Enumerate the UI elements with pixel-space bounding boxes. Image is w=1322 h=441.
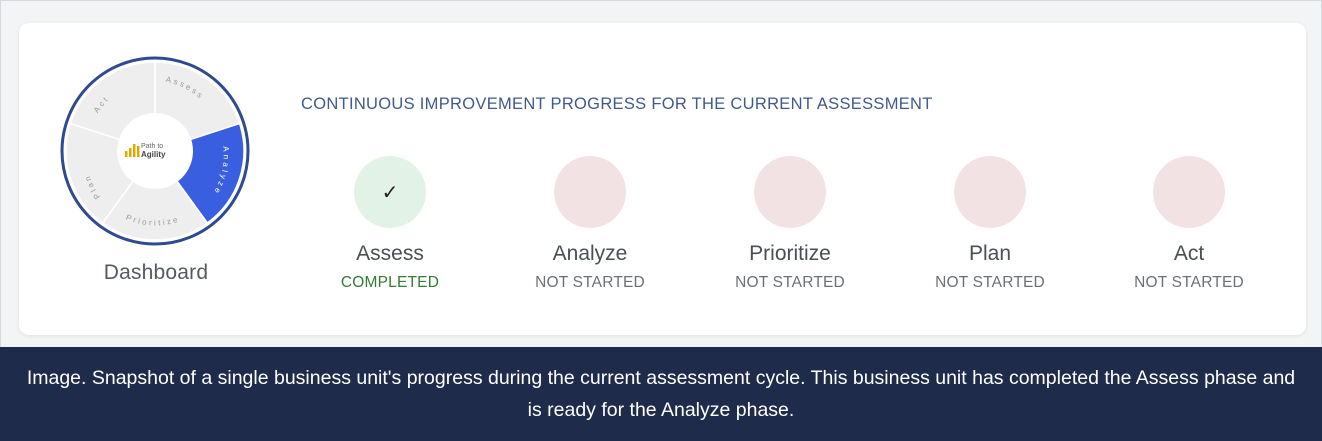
step-assess-name: Assess — [356, 242, 424, 265]
step-act: Act NOT STARTED — [1089, 156, 1289, 292]
wheel-segment-prioritize — [101, 149, 209, 241]
caption-text: Image. Snapshot of a single business uni… — [26, 367, 1296, 421]
progress-wheel[interactable]: Path to Agility Assess Analyze Prioritiz… — [60, 56, 250, 246]
image-caption: Image. Snapshot of a single business uni… — [0, 347, 1322, 441]
logo-text-bottom: Agility — [141, 150, 166, 159]
step-prioritize: Prioritize NOT STARTED — [690, 156, 890, 292]
logo-text-top: Path to — [141, 143, 163, 150]
step-assess: ✓ Assess COMPLETED — [290, 156, 490, 292]
step-prioritize-status: NOT STARTED — [735, 274, 845, 291]
step-act-name: Act — [1173, 242, 1205, 265]
step-act-status: NOT STARTED — [1134, 274, 1244, 291]
path-to-agility-logo: Path to Agility — [125, 143, 166, 159]
step-prioritize-name: Prioritize — [749, 242, 831, 265]
step-assess-status: COMPLETED — [340, 274, 440, 291]
step-plan-status: NOT STARTED — [935, 274, 1045, 291]
progress-card: Path to Agility Assess Analyze Prioritiz… — [19, 23, 1306, 335]
step-plan-name: Plan — [968, 242, 1012, 265]
dashboard-label[interactable]: Dashboard — [103, 261, 209, 284]
check-icon: ✓ — [381, 181, 399, 204]
step-analyze: Analyze NOT STARTED — [490, 156, 690, 292]
step-analyze-name: Analyze — [552, 242, 628, 265]
dashboard-frame: Path to Agility Assess Analyze Prioritiz… — [0, 0, 1322, 347]
step-prioritize-indicator — [754, 156, 826, 228]
step-act-indicator — [1153, 156, 1225, 228]
step-assess-indicator: ✓ — [354, 156, 426, 228]
progress-headline: CONTINUOUS IMPROVEMENT PROGRESS FOR THE … — [301, 95, 933, 113]
wheel-center — [117, 113, 193, 189]
step-analyze-status: NOT STARTED — [535, 274, 645, 291]
step-analyze-indicator — [554, 156, 626, 228]
step-plan-indicator — [954, 156, 1026, 228]
step-plan: Plan NOT STARTED — [890, 156, 1090, 292]
